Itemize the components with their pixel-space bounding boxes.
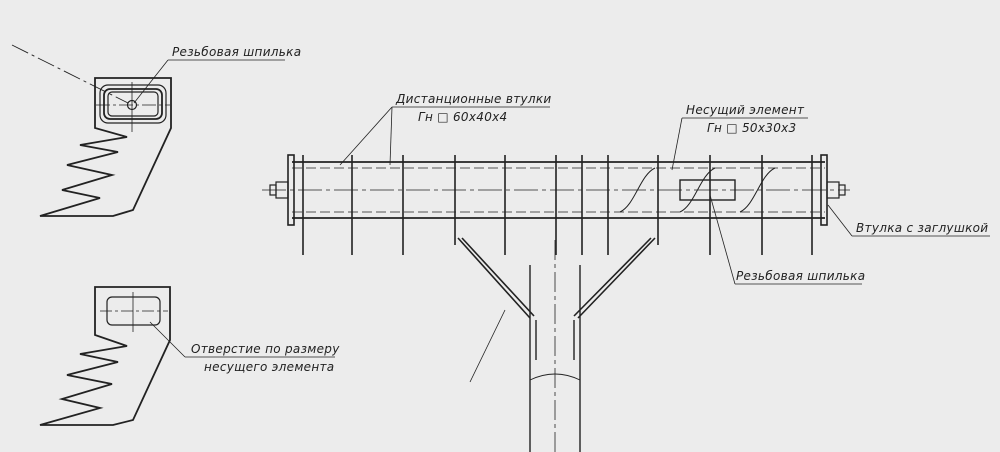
shaft-assembly — [262, 154, 850, 452]
label-carrier-profile: Гн □ 50х30х3 — [707, 121, 797, 135]
label-hole-line1: Отверстие по размеру — [191, 342, 340, 356]
blade-hole-view — [39, 286, 335, 426]
label-sleeve-plug: Втулка с заглушкой — [856, 221, 989, 235]
label-carrier: Несущий элемент — [686, 103, 805, 117]
label-spacer-profile: Гн □ 60х40х4 — [418, 110, 508, 124]
label-threaded-stud-main: Резьбовая шпилька — [736, 269, 866, 283]
blade-top-view — [11, 44, 285, 217]
leader-lines — [339, 106, 990, 285]
label-spacer-sleeves: Дистанционные втулки — [396, 92, 552, 106]
label-threaded-stud-top: Резьбовая шпилька — [172, 45, 302, 59]
label-hole-line2: несущего элемента — [204, 360, 335, 374]
